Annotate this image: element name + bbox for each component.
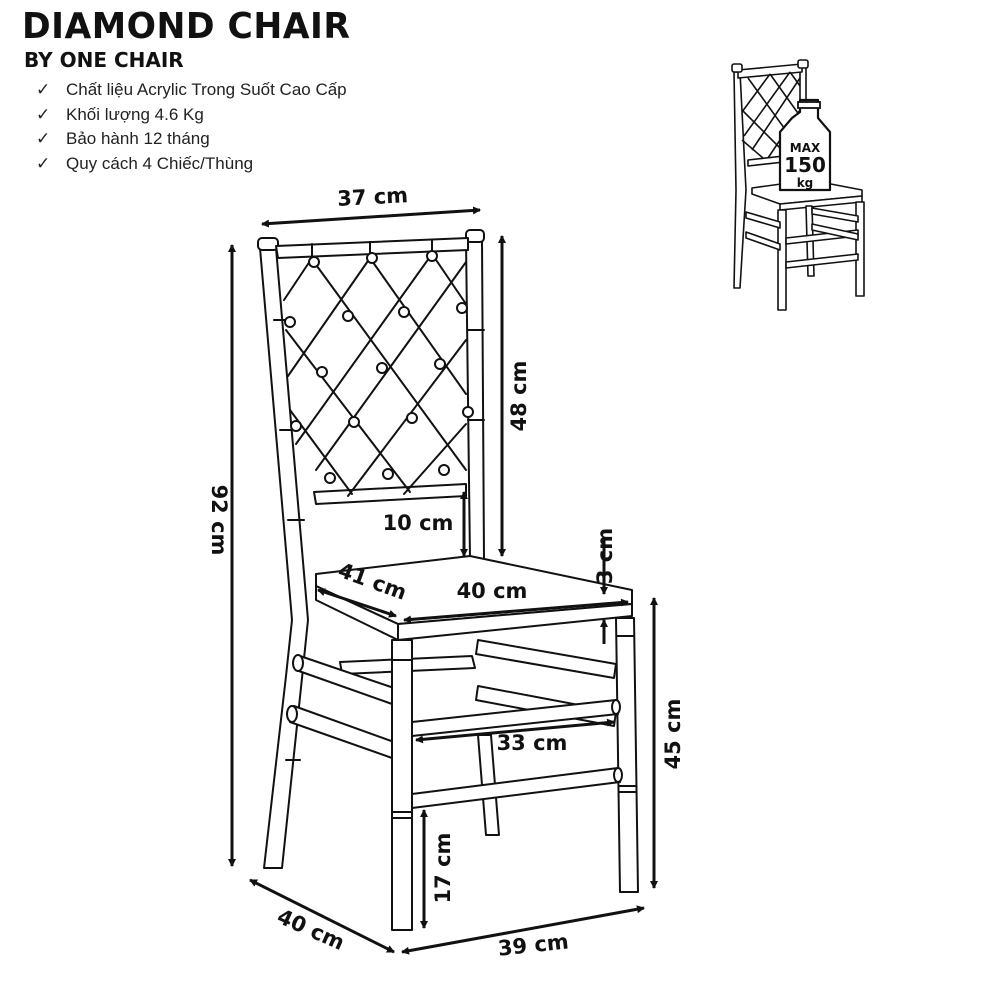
load-unit-label: kg: [797, 176, 814, 190]
right-post-cap: [465, 229, 485, 243]
feature-item: ✓ Khối lượng 4.6 Kg: [36, 103, 347, 128]
weight-jug-icon: MAX 150 kg: [778, 98, 832, 192]
rung-width-line: [415, 718, 615, 744]
chair-thumbnail-icon: [731, 59, 865, 311]
load-value-label: 150: [784, 153, 826, 177]
seat-thickness-label: 3 cm: [593, 528, 617, 584]
front-left-leg: [391, 639, 413, 931]
brand-subtitle: BY ONE CHAIR: [24, 48, 184, 72]
feature-item: ✓ Bảo hành 12 tháng: [36, 127, 347, 152]
feature-text: Quy cách 4 Chiếc/Thùng: [66, 153, 254, 173]
feature-item: ✓ Chất liệu Acrylic Trong Suốt Cao Cấp: [36, 78, 347, 103]
back-gap-label: 10 cm: [383, 511, 454, 535]
total-height-label: 92 cm: [207, 485, 231, 556]
front-rung-lower: [411, 767, 621, 809]
check-icon: ✓: [36, 104, 51, 125]
top-width-line: [261, 206, 481, 228]
right-side-rung-upper: [475, 639, 617, 679]
check-icon: ✓: [36, 80, 51, 101]
back-height-label: 48 cm: [507, 361, 531, 432]
left-back-post: [259, 247, 309, 869]
feature-text: Khối lượng 4.6 Kg: [66, 104, 204, 124]
base-width-line: [401, 905, 645, 955]
load-max-label: MAX: [790, 141, 821, 155]
right-back-post: [465, 239, 485, 561]
left-side-rung-lower: [289, 705, 395, 759]
seat-height-label: 45 cm: [661, 699, 685, 770]
chair-drawing: [257, 229, 639, 931]
check-icon: ✓: [36, 129, 51, 150]
feature-text: Chất liệu Acrylic Trong Suốt Cao Cấp: [66, 80, 347, 100]
seat-width-line: [403, 598, 629, 624]
seat-depth-line: [317, 588, 397, 618]
diamond-lattice: [283, 250, 474, 497]
check-icon: ✓: [36, 153, 51, 174]
top-rail: [275, 237, 469, 259]
feature-text: Bảo hành 12 tháng: [66, 129, 210, 149]
rung-width-label: 33 cm: [497, 731, 568, 755]
top-width-label: 37 cm: [337, 183, 409, 211]
front-right-leg: [615, 617, 639, 893]
rung-height-label: 17 cm: [431, 833, 455, 904]
feature-list: ✓ Chất liệu Acrylic Trong Suốt Cao Cấp ✓ K…: [36, 78, 347, 176]
product-title: DIAMOND CHAIR: [22, 6, 351, 47]
dimension-lines: [228, 206, 658, 955]
seat-width-label: 40 cm: [457, 579, 528, 603]
left-post-cap: [257, 237, 279, 251]
back-bottom-rail: [313, 483, 467, 505]
feature-item: ✓ Quy cách 4 Chiếc/Thùng: [36, 152, 347, 177]
base-depth-line: [249, 878, 395, 954]
